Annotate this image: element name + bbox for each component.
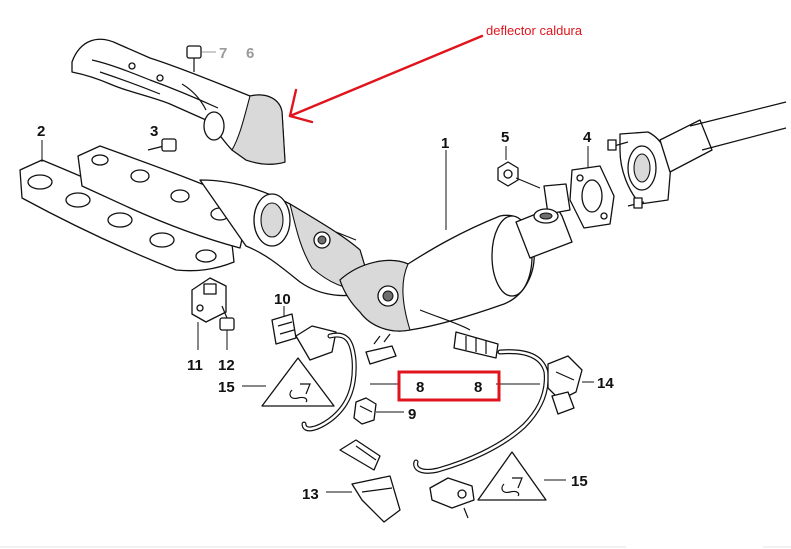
highlight-box	[397, 370, 501, 402]
clip-10	[271, 306, 297, 345]
annotation-label: deflector caldura	[486, 23, 583, 38]
callout-9: 9	[408, 406, 416, 423]
callout-5: 5	[501, 129, 509, 146]
bolt-3	[147, 138, 177, 152]
callout-8a: 8	[416, 379, 424, 396]
exhaust-manifold-part	[77, 145, 373, 297]
oxygen-sensor-left	[295, 325, 397, 432]
callout-3: 3	[150, 123, 158, 140]
callout-15b: 15	[571, 473, 588, 490]
callout-4: 4	[583, 129, 592, 146]
callout-10: 10	[274, 291, 291, 308]
callout-14: 14	[597, 375, 614, 392]
oxygen-sensor-right	[413, 331, 549, 519]
bracket-11	[191, 277, 227, 350]
callout-2: 2	[37, 123, 45, 140]
callout-1: 1	[441, 135, 449, 152]
callout-15a: 15	[218, 379, 235, 396]
bracket-13	[326, 439, 401, 523]
warning-label-15b	[477, 451, 566, 501]
bolt-12	[219, 305, 235, 350]
nut-5	[497, 146, 541, 189]
callout-13: 13	[302, 486, 319, 503]
flange-gasket-4	[569, 146, 615, 229]
bolt-7	[186, 45, 216, 72]
callout-11: 11	[187, 357, 203, 374]
warning-label-15a	[242, 357, 335, 407]
clip-9	[353, 397, 404, 425]
callout-7: 7	[219, 45, 227, 62]
exhaust-pipe-part	[607, 101, 787, 209]
heat-shield-part	[71, 38, 286, 165]
annotation-arrow	[288, 34, 484, 124]
callout-12: 12	[218, 357, 235, 374]
clip-14	[547, 355, 594, 415]
callout-8b: 8	[474, 379, 482, 396]
callout-6: 6	[246, 45, 254, 62]
catalytic-converter-part	[339, 150, 573, 332]
